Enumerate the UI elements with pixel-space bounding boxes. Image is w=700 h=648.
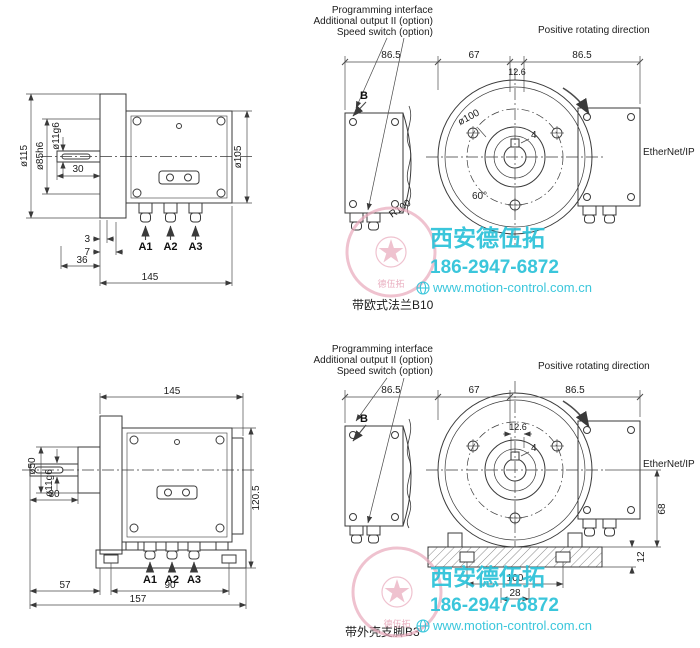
additional-output-label-b3: Additional output II (option) — [313, 355, 433, 366]
watermark-website: www.motion-control.com.cn — [432, 280, 592, 295]
dim-key-offset-b3: 12.6 — [509, 422, 527, 432]
watermark-phone: 186-2947-6872 — [430, 257, 559, 278]
positive-rotating-direction-label: Positive rotating direction — [538, 25, 650, 36]
dim-100: 100 — [507, 573, 524, 584]
connector-a3-label: A3 — [188, 241, 202, 253]
watermark-phone-bottom: 186-2947-6872 — [430, 595, 559, 616]
dim-spigot-diameter: ø85h6 — [35, 141, 46, 170]
b10-side-view-dimensions — [26, 93, 252, 286]
stamp-text: 德伍拓 — [377, 278, 404, 289]
ethernet-ip-label-b3: EtherNet/IP — [643, 459, 695, 470]
dim-total-height-b3: 120.5 — [251, 485, 262, 510]
section-b-label-b3: B — [360, 413, 368, 425]
b3-side-view-dimensions — [29, 393, 256, 609]
dim-57: 57 — [59, 580, 71, 591]
section-b-label: B — [360, 90, 368, 102]
watermark-bottom: 德伍拓 西安德伍拓 186-2947-6872 www.motion-contr… — [351, 546, 592, 638]
dim-90: 90 — [164, 580, 176, 591]
connector-a2-label-b3: A2 — [165, 574, 179, 586]
connector-a1-label: A1 — [138, 241, 152, 253]
dim-shaft-length-b3: 30 — [48, 489, 60, 500]
speed-switch-label-b3: Speed switch (option) — [337, 366, 433, 377]
b10-side-view-drawing — [40, 93, 254, 223]
dim-hub-diameter: ø50 — [27, 457, 38, 475]
programming-interface-label: Programming interface — [332, 5, 434, 16]
dim-width-key: 12.6 — [508, 67, 526, 77]
globe-icon-bottom — [416, 619, 430, 633]
watermark-company: 西安德伍拓 — [430, 225, 545, 251]
globe-icon — [416, 281, 430, 295]
dim-total-length: 145 — [142, 272, 159, 283]
dim-width-left-b3: 86.5 — [381, 385, 401, 396]
ethernet-ip-label: EtherNet/IP — [643, 147, 695, 158]
dim-3: 3 — [84, 234, 90, 245]
dim-key-width-b3: 4 — [531, 443, 537, 454]
dim-total-length-b3: 157 — [130, 594, 147, 605]
b3-front-view-dimensions — [341, 377, 661, 603]
dim-body-diameter: ø105 — [233, 145, 244, 168]
dim-width-left: 86.5 — [381, 50, 401, 61]
dim-12: 12 — [636, 551, 647, 563]
b10-front-view-dimensions — [341, 37, 644, 211]
connector-a1-label-b3: A1 — [143, 574, 157, 586]
speed-switch-label: Speed switch (option) — [337, 27, 433, 38]
dim-36: 36 — [76, 255, 88, 266]
dim-68: 68 — [657, 503, 668, 515]
dim-shaft-length: 30 — [72, 164, 84, 175]
company-stamp-icon — [345, 206, 437, 298]
additional-output-label: Additional output II (option) — [313, 16, 433, 27]
dim-shaft-diameter: ø11g6 — [51, 122, 62, 150]
dim-hole-angle: 60° — [472, 191, 487, 202]
dim-width-right: 86.5 — [572, 50, 592, 61]
b3-front-view-drawing — [344, 380, 641, 560]
connector-a2-label: A2 — [163, 241, 177, 253]
dim-width-mid: 67 — [468, 50, 480, 61]
dim-shaft-diameter-b3: ø11g6 — [44, 469, 55, 497]
positive-rotating-direction-label-b3: Positive rotating direction — [538, 361, 650, 372]
dim-7: 7 — [84, 247, 90, 258]
dim-bolt-circle: ø100 — [456, 107, 482, 128]
dim-flange-diameter: ø115 — [19, 145, 30, 167]
company-stamp-icon-bottom — [351, 546, 443, 638]
b3-foot-drawing — [427, 532, 603, 568]
stamp-text-bottom: 德伍拓 — [383, 618, 410, 629]
watermark-website-bottom: www.motion-control.com.cn — [432, 618, 592, 633]
b10-caption: 带欧式法兰B10 — [352, 298, 434, 312]
dim-body-length-b3: 145 — [164, 386, 181, 397]
dim-28: 28 — [509, 588, 521, 599]
programming-interface-label-b3: Programming interface — [332, 344, 434, 355]
watermark-top: 德伍拓 西安德伍拓 186-2947-6872 www.motion-contr… — [345, 206, 592, 298]
dim-width-right-b3: 86.5 — [565, 385, 585, 396]
b10-front-view-drawing — [344, 67, 641, 247]
dim-key-width: 4 — [531, 130, 537, 141]
b3-side-view-drawing — [22, 415, 254, 569]
connector-a3-label-b3: A3 — [187, 574, 201, 586]
watermark-company-bottom: 西安德伍拓 — [430, 564, 545, 590]
dim-width-mid-b3: 67 — [468, 385, 480, 396]
